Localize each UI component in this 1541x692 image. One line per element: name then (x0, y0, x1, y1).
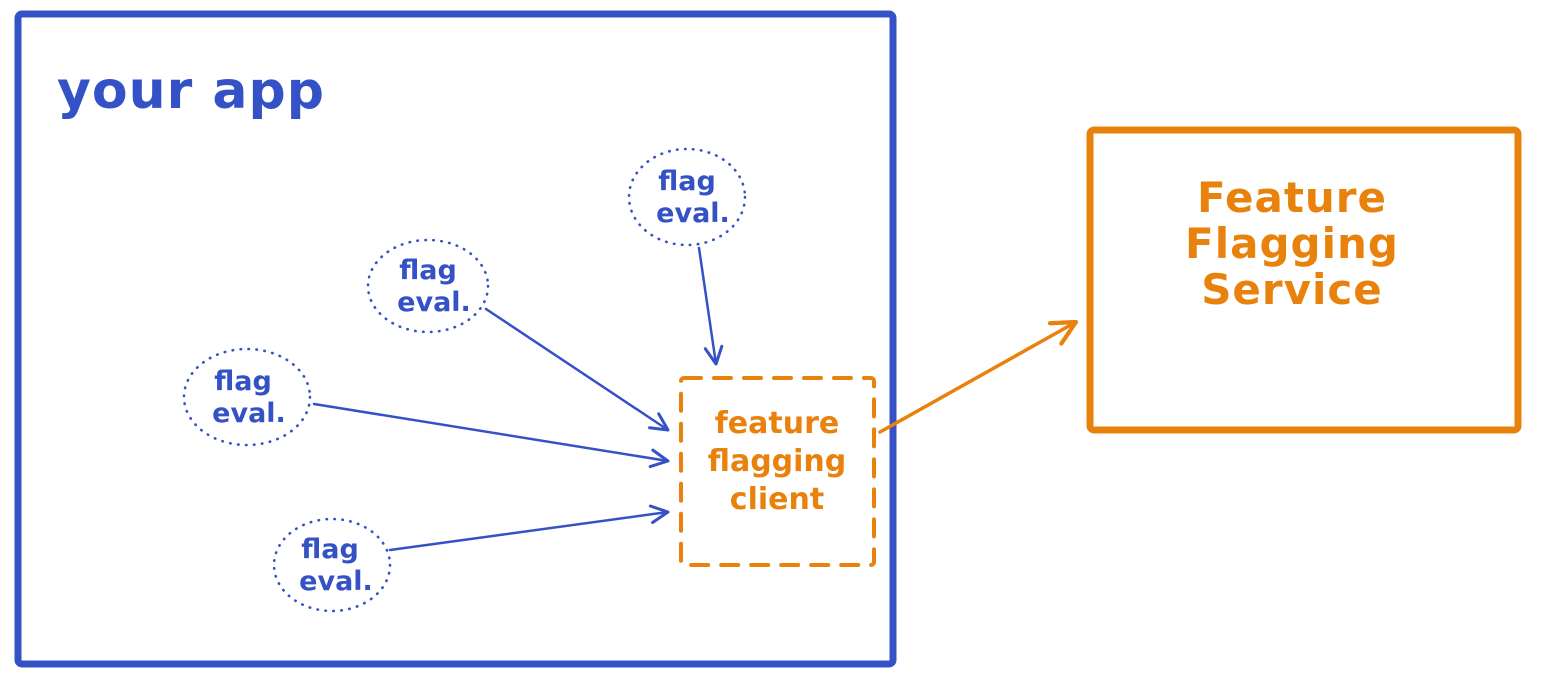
flag-eval-2-line-2: eval. (397, 287, 471, 318)
flag-eval-node-4 (272, 517, 392, 613)
arrow-flag-eval-3-to-client (312, 402, 670, 469)
service-label-line-1: Feature (1197, 173, 1387, 222)
feature-flagging-service-box (1086, 126, 1522, 434)
arrow-flag-eval-4-to-client (388, 504, 670, 552)
flag-eval-node-1 (627, 147, 747, 247)
client-label-line-1: feature (715, 406, 839, 441)
flag-eval-1-line-2: eval. (656, 198, 730, 229)
flag-eval-3-line-2: eval. (212, 398, 286, 429)
arrow-client-to-service (878, 319, 1079, 434)
flag-eval-node-2 (366, 238, 490, 334)
your-app-label: your app (57, 61, 325, 121)
your-app-box (14, 10, 897, 668)
flag-eval-4-line-2: eval. (299, 566, 373, 597)
flag-eval-3-line-1: flag (214, 366, 272, 397)
feature-flagging-client-box (679, 376, 876, 567)
flag-eval-node-3 (182, 347, 312, 447)
client-label-line-2: flagging (708, 444, 847, 479)
arrow-flag-eval-1-to-client (697, 246, 724, 366)
flag-eval-1-line-1: flag (658, 166, 716, 197)
client-label-line-3: client (730, 482, 824, 517)
service-label-line-3: Service (1201, 265, 1383, 314)
arrow-flag-eval-2-to-client (484, 307, 670, 432)
service-label-line-2: Flagging (1185, 219, 1399, 268)
flag-eval-4-line-1: flag (301, 534, 359, 565)
flag-eval-2-line-1: flag (399, 255, 457, 286)
